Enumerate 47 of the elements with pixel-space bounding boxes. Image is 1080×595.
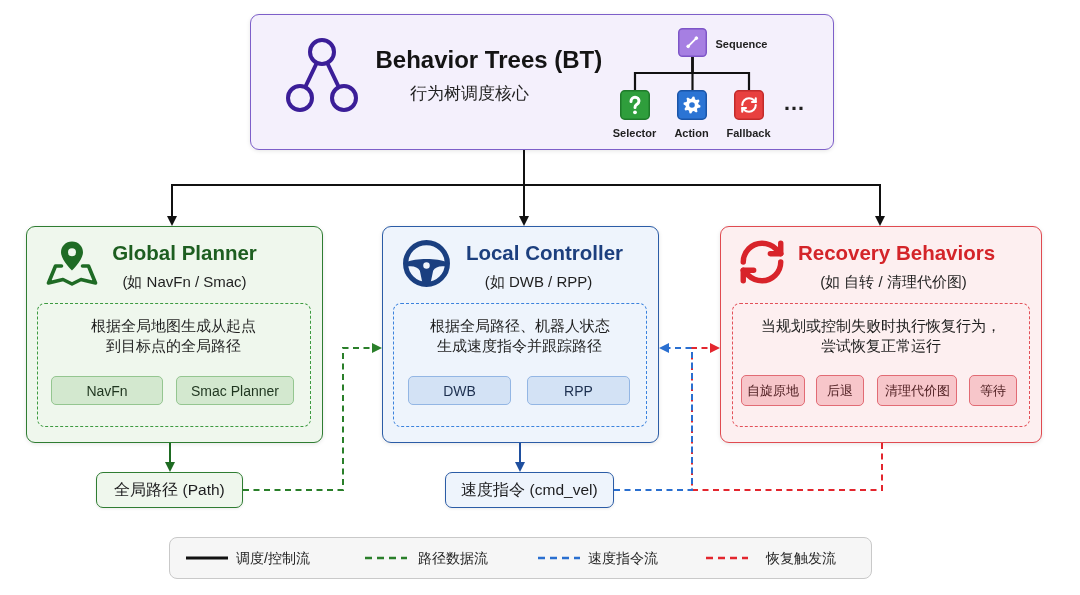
- option-tag: 自旋原地: [741, 375, 805, 406]
- option-tag: NavFn: [51, 376, 163, 405]
- module-panel: [720, 226, 1042, 443]
- module-panel: [382, 226, 659, 443]
- option-tag: 后退: [816, 375, 864, 406]
- connector-line: [691, 57, 751, 90]
- module-subtitle: 行为树调度核心: [409, 82, 530, 105]
- option-tag: Smac Planner: [176, 376, 294, 405]
- dashed-frame: [731, 302, 1030, 427]
- slash-icon: [677, 27, 707, 57]
- question-icon: [619, 89, 650, 120]
- option-tag: DWB: [408, 376, 511, 405]
- arrow: [515, 442, 525, 472]
- data-output-box: 全局路径 (Path): [96, 472, 243, 508]
- module-subtitle: (如 DWB / RPP): [483, 271, 594, 292]
- gear-icon: [676, 89, 707, 120]
- module-panel: [26, 226, 323, 443]
- legend-text: 路径数据流: [418, 549, 488, 568]
- node-caption: Sequence: [715, 36, 769, 51]
- module-panel: [250, 14, 834, 150]
- arrow: [165, 442, 175, 472]
- data-output-box: 速度指令 (cmd_vel): [445, 472, 614, 508]
- option-tag: RPP: [527, 376, 630, 405]
- refresh-icon: [733, 89, 764, 120]
- module-subtitle: (如 自转 / 清理代价图): [819, 271, 968, 292]
- ellipsis: …: [782, 91, 806, 115]
- description-text: 当规划或控制失败时执行恢复行为，尝试恢复正常运行: [759, 315, 1002, 356]
- node-caption: Action: [673, 125, 710, 140]
- option-tag: 清理代价图: [877, 375, 957, 406]
- legend-text: 调度/控制流: [236, 549, 310, 568]
- legend-text: 恢复触发流: [766, 549, 836, 568]
- dashed-frame: [36, 302, 311, 427]
- node-caption: Fallback: [725, 125, 772, 140]
- node-caption: Selector: [611, 125, 658, 140]
- option-tag: 等待: [969, 375, 1017, 406]
- module-title: Behavior Trees (BT): [375, 44, 604, 75]
- legend-text: 速度指令流: [588, 549, 658, 568]
- module-title: Local Controller: [464, 239, 625, 266]
- description-text: 根据全局路径、机器人状态生成速度指令并跟踪路径: [428, 315, 611, 356]
- module-title: Recovery Behaviors: [796, 239, 997, 266]
- dashed-arrow: [242, 343, 382, 491]
- module-title: Global Planner: [111, 239, 258, 266]
- dashed-frame: [392, 302, 647, 427]
- module-subtitle: (如 NavFn / Smac): [121, 271, 248, 292]
- dashed-arrow: [691, 343, 883, 491]
- dashed-arrow: [613, 343, 693, 491]
- description-text: 根据全局地图生成从起点到目标点的全局路径: [90, 315, 257, 356]
